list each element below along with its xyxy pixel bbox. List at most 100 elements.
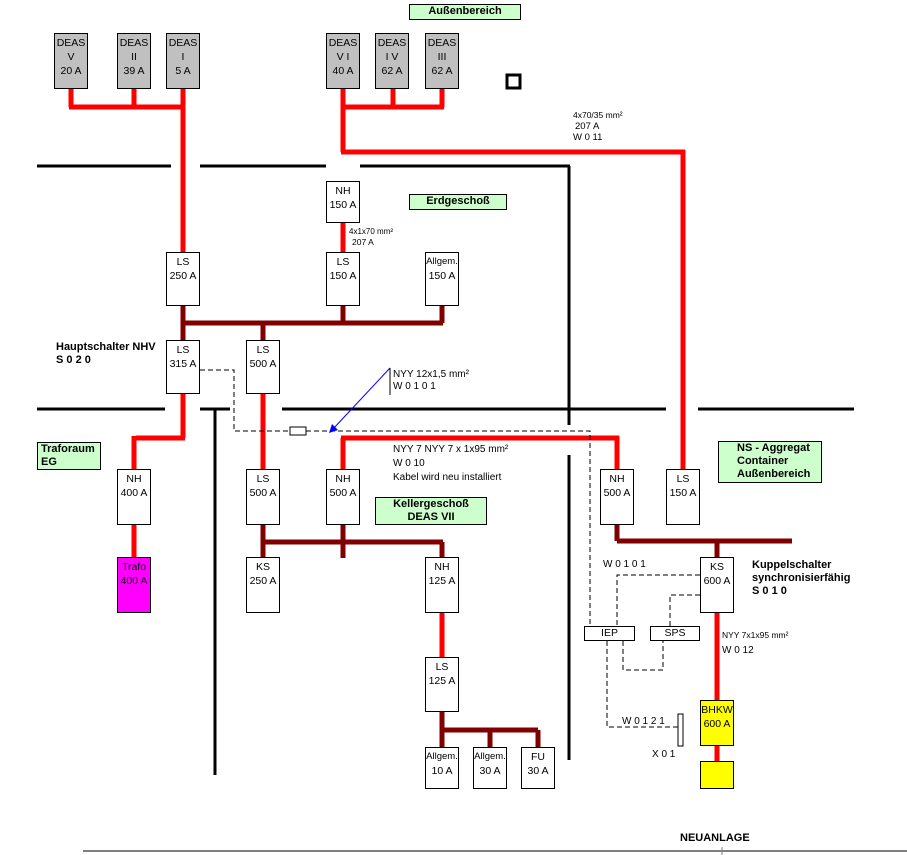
box-label: I xyxy=(181,51,185,63)
label-line: 207 A xyxy=(575,121,600,132)
box-rating: 125 A xyxy=(428,675,456,687)
box-label: Allgem. xyxy=(426,751,458,762)
arrow-shaft xyxy=(332,367,391,430)
box-label: Trafo xyxy=(121,561,147,573)
box-label: IEP xyxy=(601,627,618,639)
control-line xyxy=(616,574,700,626)
box-rating: 150 A xyxy=(669,487,697,499)
area-label: Außenbereich xyxy=(737,468,811,480)
box-allgem-150: Allgem.150 A xyxy=(425,252,459,306)
box-label: NH xyxy=(434,561,450,573)
square-marker xyxy=(505,73,522,90)
box-rating: 500 A xyxy=(329,487,357,499)
box-rating: 150 A xyxy=(428,270,456,282)
area-label: Container xyxy=(737,455,789,467)
box-rating: 315 A xyxy=(169,358,197,370)
box-label: LS xyxy=(256,344,270,356)
box-label: I V xyxy=(385,51,399,63)
area-label: NS - Aggregat xyxy=(737,442,810,454)
label-w0121: W 0 1 2 1 xyxy=(622,716,665,728)
box-label: II xyxy=(131,51,137,63)
box-label: DEAS xyxy=(377,37,407,49)
box-label: FU xyxy=(531,751,545,763)
box-rating: 62 A xyxy=(381,65,403,77)
control-line xyxy=(606,641,678,728)
box-rating: 30 A xyxy=(527,765,549,777)
area-label: DEAS VII xyxy=(407,511,455,523)
label-line: NYY 12x1,5 mm² xyxy=(393,369,469,380)
label-line: S 0 2 0 xyxy=(56,354,91,366)
label-line: W 0 12 xyxy=(722,645,754,656)
box-rating: 400 A xyxy=(120,575,148,587)
box-label: DEAS xyxy=(328,37,358,49)
fuse-marker xyxy=(289,426,307,436)
box-label: V I xyxy=(336,51,350,63)
box-trafo: Trafo 400 A xyxy=(117,557,151,613)
box-label: DEAS xyxy=(56,37,86,49)
box-label: LS xyxy=(435,661,449,673)
box-label: BHKW xyxy=(701,704,733,716)
box-label: DEAS xyxy=(119,37,149,49)
box-rating: 400 A xyxy=(120,487,148,499)
box-rating: 500 A xyxy=(603,487,631,499)
label-line: Kabel wird neu installiert xyxy=(393,472,502,483)
box-label: NH xyxy=(126,473,142,485)
x01-connector xyxy=(677,713,684,747)
box-iep: IEP xyxy=(584,626,635,641)
label-line: W 0 1 2 1 xyxy=(622,716,665,727)
box-rating: 250 A xyxy=(249,575,277,587)
busbars xyxy=(180,306,792,748)
control-lines xyxy=(200,369,700,728)
area-label: Außenbereich xyxy=(428,5,502,17)
control-line xyxy=(306,430,591,626)
box-rating: 500 A xyxy=(249,487,277,499)
box-allgem-10: Allgem. 10 A xyxy=(425,747,459,789)
box-deas-iv: DEAS I V 62 A xyxy=(375,33,409,89)
box-rating: 62 A xyxy=(431,65,453,77)
box-label: LS xyxy=(676,473,690,485)
box-allgem-30: Allgem.30 A xyxy=(473,747,507,789)
box-fu-30: FU 30 A xyxy=(521,747,555,789)
label-nyy-bhkw: NYY 7x1x95 mm² W 0 12 xyxy=(722,630,788,656)
box-deas-ii: DEAS II 39 A xyxy=(117,33,151,89)
box-rating: 39 A xyxy=(123,65,145,77)
area-aussenbereich: Außenbereich xyxy=(409,4,521,20)
area-label: Kellergeschoß xyxy=(393,498,469,510)
box-rating: 10 A xyxy=(431,765,453,777)
box-rating: 40 A xyxy=(332,65,354,77)
label-line: NYY 7x1x95 mm² xyxy=(722,630,789,640)
box-rating: 600 A xyxy=(703,718,731,730)
box-label: LS xyxy=(256,473,270,485)
label-line: W 0 10 xyxy=(393,458,425,469)
label-line: synchronisierfähig xyxy=(752,572,851,584)
label-line: Kuppelschalter xyxy=(752,559,832,571)
box-label: NH xyxy=(609,473,625,485)
box-bhkw: BHKW 600 A xyxy=(700,700,734,746)
box-rating: 600 A xyxy=(703,575,731,587)
label-line: W 0 1 0 1 xyxy=(603,559,646,570)
box-ls-150-ns: LS 150 A xyxy=(666,469,700,525)
box-nh-400: NH 400 A xyxy=(117,469,151,525)
box-ls-500-kg: LS 500 A xyxy=(246,469,280,525)
arrow-head xyxy=(329,424,338,433)
box-label: DEAS xyxy=(168,37,198,49)
box-rating: 20 A xyxy=(60,65,82,77)
box-label: Allgem. xyxy=(474,751,506,762)
